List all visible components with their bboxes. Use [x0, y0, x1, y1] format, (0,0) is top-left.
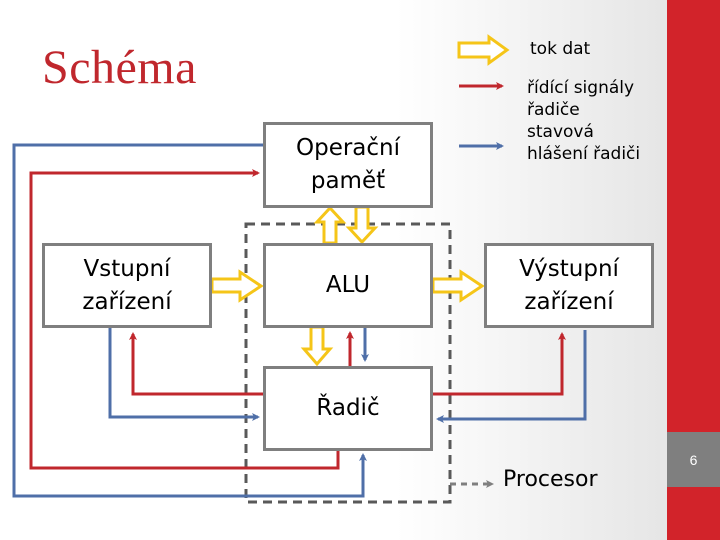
data-flow-memory-to-alu — [345, 205, 379, 245]
page-number: 6 — [667, 432, 720, 487]
control-line-memory — [29, 169, 340, 470]
status-line-input — [108, 327, 260, 421]
legend-label-control: řídící signály řadiče — [527, 78, 635, 120]
block-controller: Řadič — [263, 366, 433, 451]
legend-label-status: stavová hlášení řadiči — [527, 122, 641, 164]
control-line-input — [129, 332, 263, 396]
legend-data-flow-icon — [457, 34, 510, 66]
processor-label: Procesor — [503, 467, 598, 492]
data-flow-alu-to-output — [431, 269, 485, 303]
slide-title: Schéma — [42, 41, 197, 94]
control-line-output — [433, 332, 566, 396]
block-operating-memory: Operační paměť — [263, 122, 433, 208]
legend-label-data-flow: tok dat — [530, 39, 591, 59]
data-flow-input-to-alu — [210, 269, 264, 303]
block-output-device: Výstupní zařízení — [484, 243, 654, 328]
data-flow-alu-to-controller — [300, 325, 334, 367]
data-flow-alu-to-memory — [313, 205, 347, 245]
status-line-output — [436, 330, 587, 423]
block-alu: ALU — [263, 243, 433, 328]
block-input-device: Vstupní zařízení — [42, 243, 212, 328]
processor-boundary — [244, 222, 452, 504]
status-line-memory — [12, 143, 367, 498]
